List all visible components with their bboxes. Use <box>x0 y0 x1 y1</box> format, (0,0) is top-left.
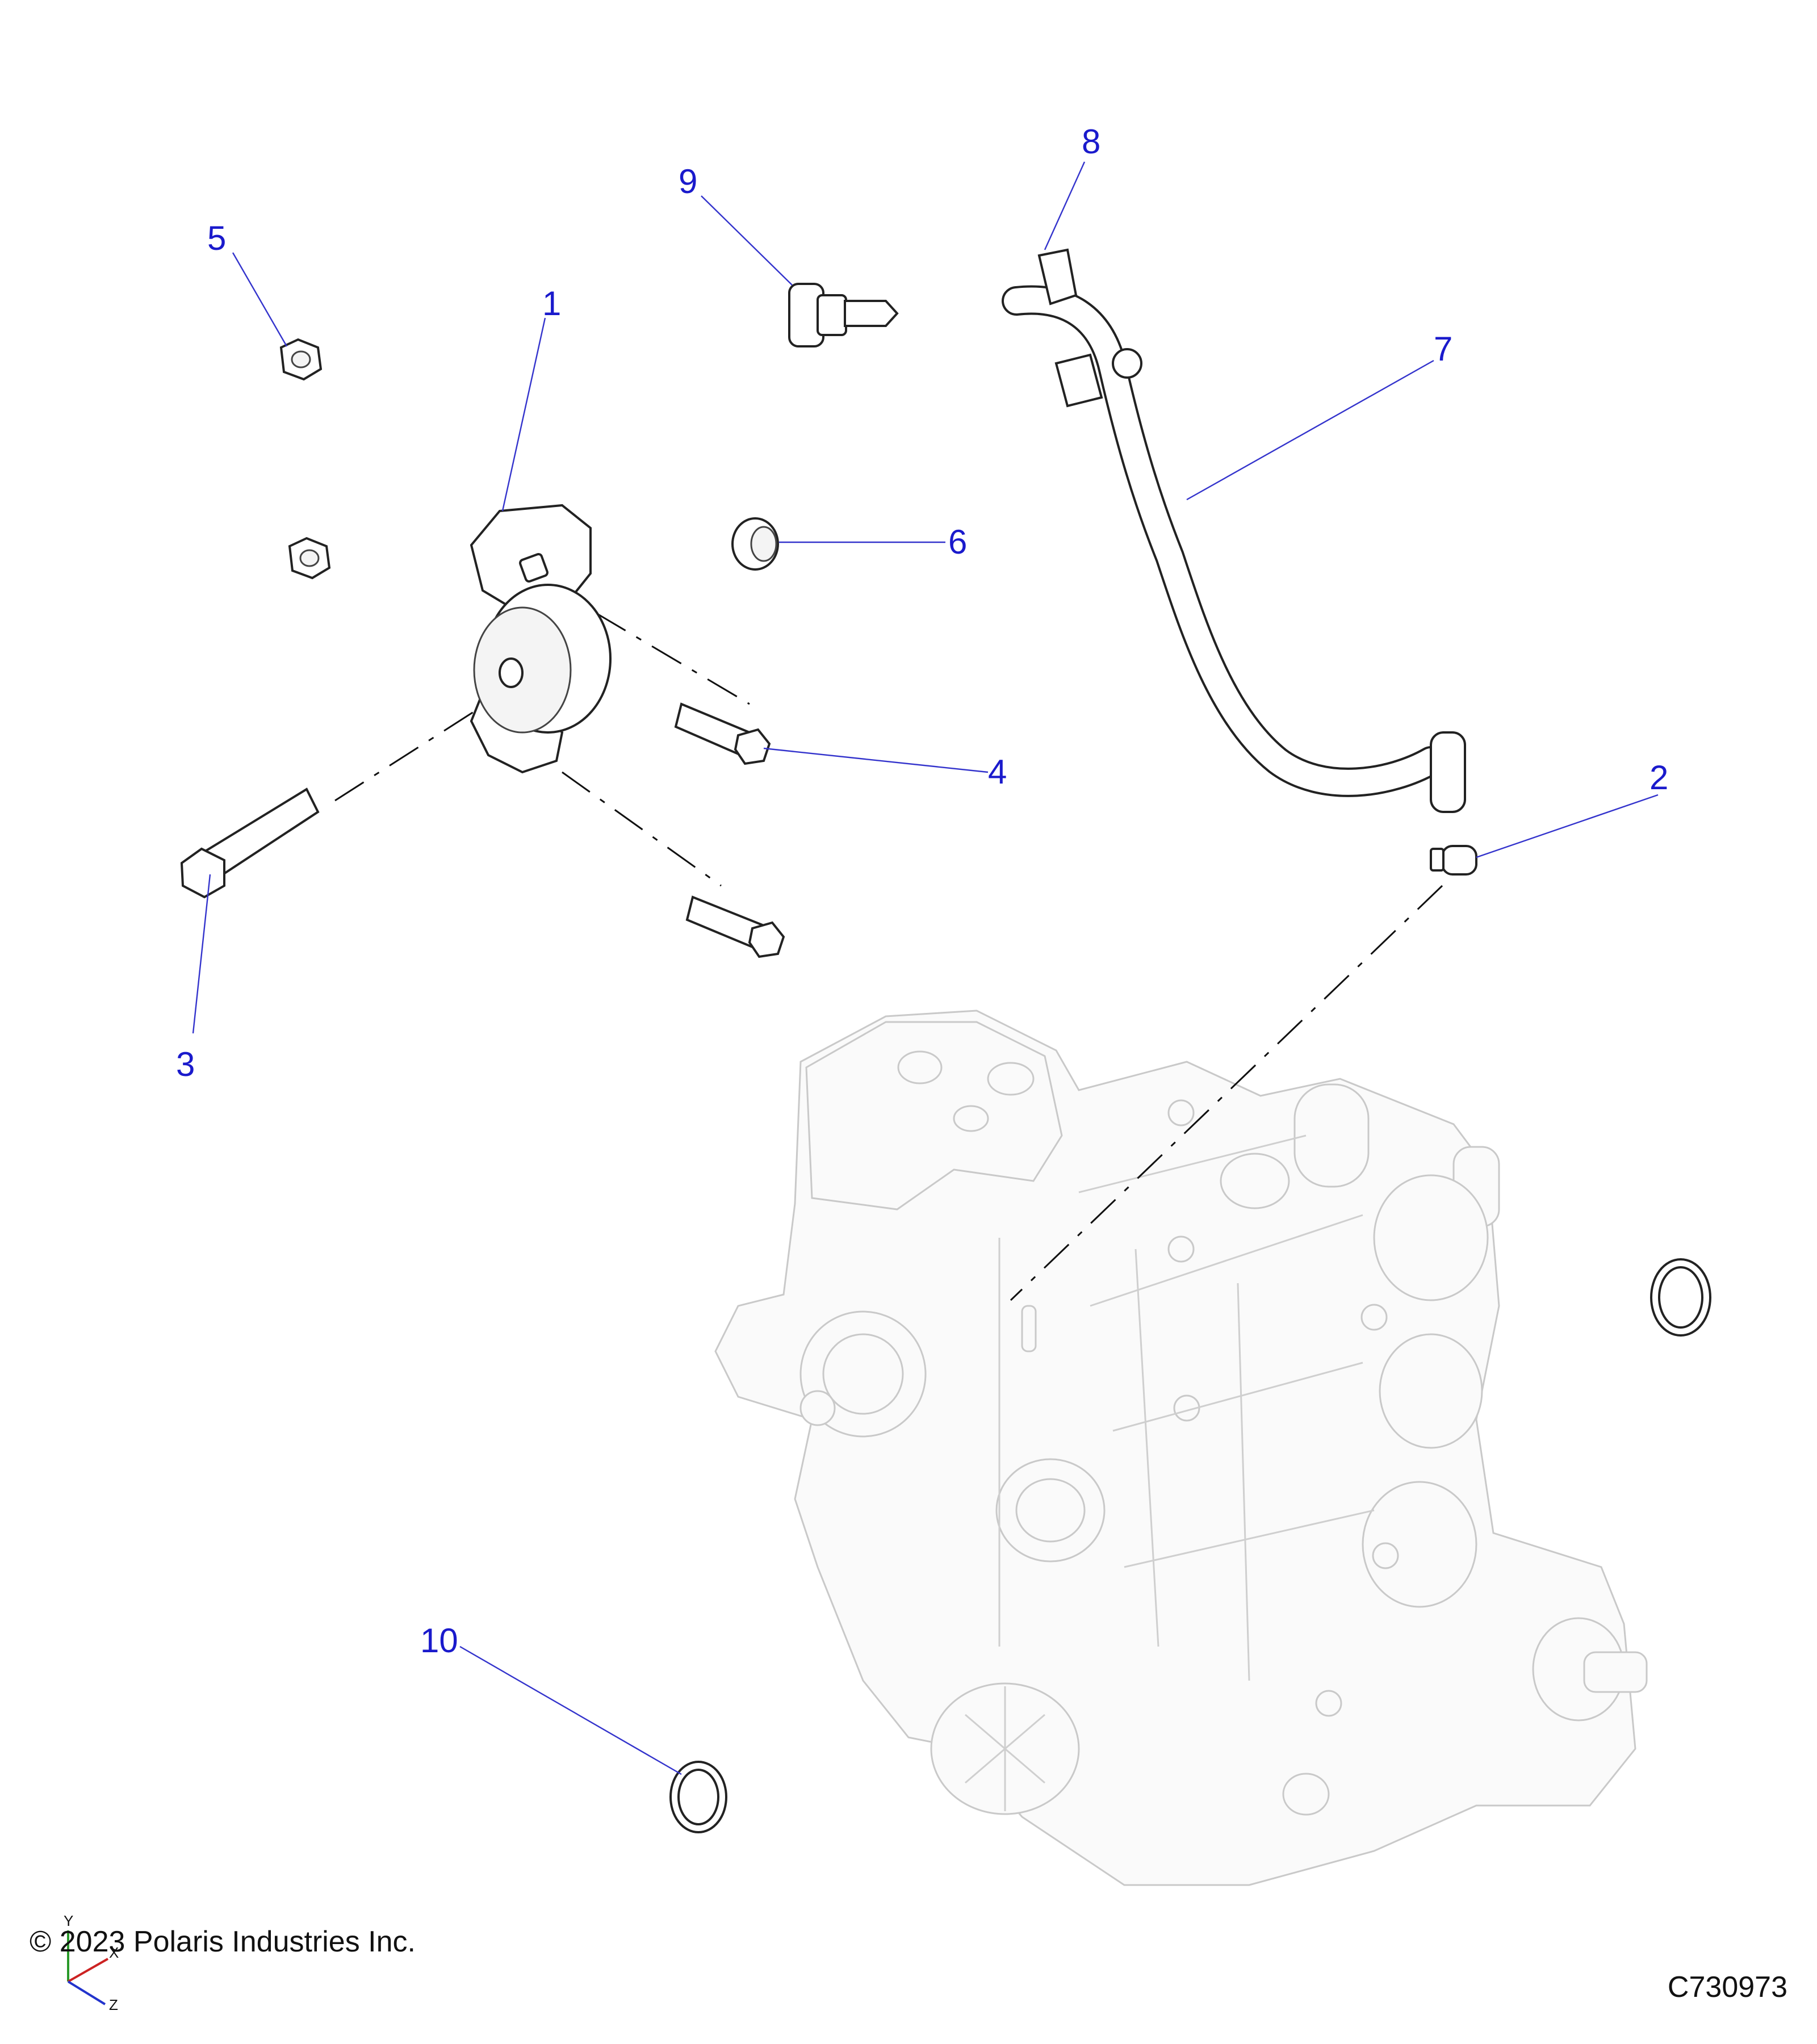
leader-lines <box>192 161 1659 1775</box>
callout-4: 4 <box>988 753 1007 791</box>
callout-7: 7 <box>1434 330 1452 368</box>
part-2-clamp <box>1430 845 1477 876</box>
part-5-nut <box>279 338 331 580</box>
part-1-actuator <box>470 504 612 774</box>
callout-3: 3 <box>176 1045 195 1083</box>
callout-5: 5 <box>207 219 226 257</box>
axis-x-label: X <box>109 1944 119 1961</box>
part-7-hose <box>1002 285 1466 813</box>
callout-8: 8 <box>1082 123 1100 161</box>
callout-6: 6 <box>948 523 967 561</box>
part-6-grommet <box>731 517 779 571</box>
part-4-bolt <box>674 702 785 958</box>
transmission-housing <box>714 1010 1648 1886</box>
callout-numbers: 1 2 3 4 5 6 7 8 9 10 <box>176 123 1668 1660</box>
callout-2: 2 <box>1649 759 1668 797</box>
callout-1: 1 <box>542 284 561 322</box>
axis-triad: Y X Z <box>64 1912 119 2013</box>
part-9-fitting <box>788 283 899 347</box>
callout-9: 9 <box>679 162 697 200</box>
assembly-centerlines <box>334 612 1443 1301</box>
part-8-hose-clamp <box>1037 248 1142 408</box>
figure-id: C730973 <box>1667 1971 1787 2004</box>
axis-z-label: Z <box>109 1996 118 2013</box>
copyright-notice: © 2023 Polaris Industries Inc. <box>30 1925 416 1958</box>
callout-10: 10 <box>420 1622 458 1660</box>
part-10-o-ring <box>669 1258 1711 1833</box>
part-3-bolt <box>180 788 320 899</box>
axis-y-label: Y <box>64 1912 73 1929</box>
